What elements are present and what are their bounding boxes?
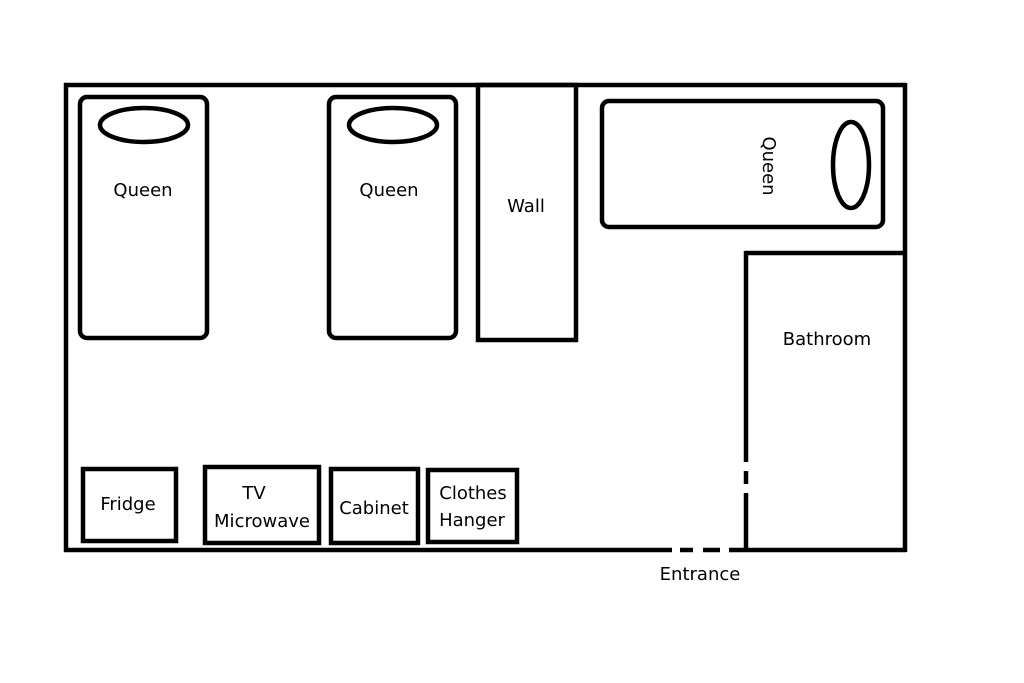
clothes-label: Clothes bbox=[439, 483, 507, 504]
microwave-label: Microwave bbox=[214, 511, 310, 532]
bed-2-label: Queen bbox=[359, 180, 418, 201]
cabinet: Cabinet bbox=[328, 466, 421, 546]
clothes-hanger: Clothes Hanger bbox=[425, 467, 520, 545]
entrance-label: Entrance bbox=[660, 564, 741, 585]
pillow-1 bbox=[97, 105, 191, 145]
bed-3: Queen bbox=[599, 98, 886, 230]
bed-3-label: Queen bbox=[758, 136, 779, 195]
wall-label: Wall bbox=[507, 196, 545, 217]
tv-microwave: TV Microwave bbox=[202, 464, 322, 546]
pillow-2 bbox=[346, 105, 440, 145]
bed-2: Queen bbox=[326, 94, 459, 341]
cabinet-label: Cabinet bbox=[339, 498, 409, 519]
hanger-label: Hanger bbox=[439, 510, 505, 531]
pillow-3 bbox=[830, 119, 872, 211]
bed-1-label: Queen bbox=[113, 180, 172, 201]
fridge: Fridge bbox=[80, 466, 179, 544]
tv-label: TV bbox=[241, 483, 266, 504]
fridge-label: Fridge bbox=[100, 494, 155, 515]
bathroom-label: Bathroom bbox=[783, 329, 871, 350]
bathroom: Bathroom bbox=[743, 250, 905, 552]
bed-1: Queen bbox=[77, 94, 210, 341]
interior-wall: Wall bbox=[475, 82, 579, 343]
